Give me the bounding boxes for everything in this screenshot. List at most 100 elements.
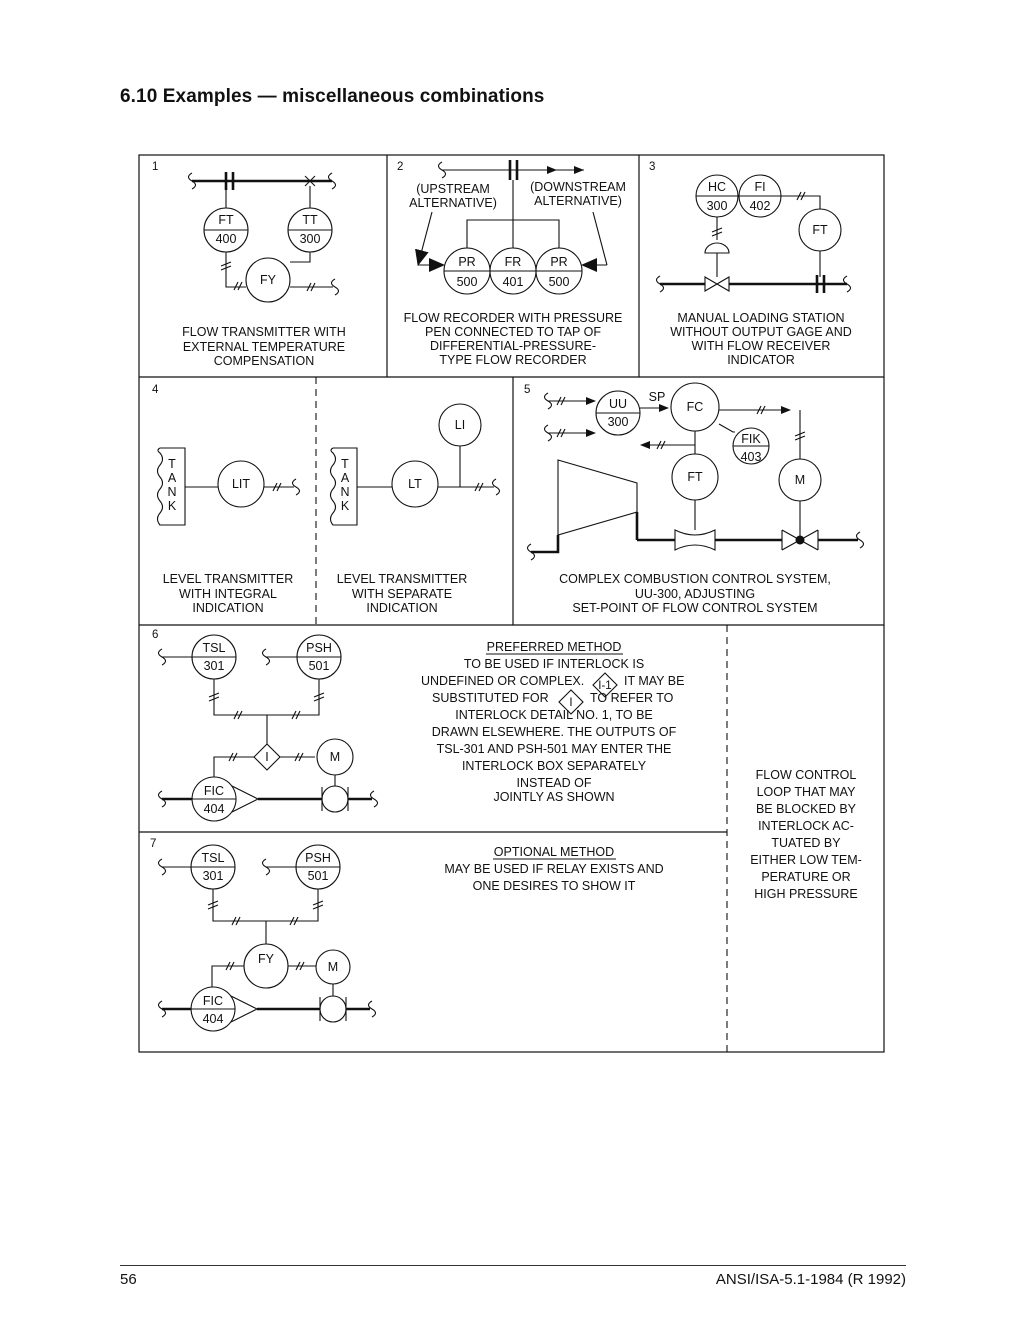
diagram-label: COMPENSATION	[214, 354, 314, 368]
diagram-label: 301	[203, 869, 224, 883]
diagram-label: INSTEAD OF	[516, 776, 591, 790]
page-number: 56	[120, 1271, 137, 1288]
diagram-label: 300	[707, 199, 728, 213]
diagram-label: INTERLOCK AC-	[758, 819, 854, 833]
diagram-label: A	[168, 471, 177, 485]
lt-bubble	[391, 460, 439, 508]
diagram-label: T	[341, 457, 349, 471]
panel-number: 7	[150, 838, 156, 850]
panel-6: 6 TSL 301 PSH 501 I M	[152, 629, 684, 822]
diagram-label: LIT	[232, 477, 250, 491]
diagram-label: UU-300, ADJUSTING	[635, 587, 755, 601]
ft-400-number: 400	[216, 232, 237, 246]
tt-300-tag: TT	[302, 213, 318, 227]
diagram-label: M	[330, 750, 340, 764]
side-note: FLOW CONTROL LOOP THAT MAY BE BLOCKED BY…	[750, 768, 862, 901]
diagram-label: M	[328, 960, 338, 974]
diagram-label: HC	[708, 180, 726, 194]
fy-tag: FY	[260, 273, 277, 287]
diagram-label: 501	[309, 659, 330, 673]
diagram-label: (DOWNSTREAM	[530, 180, 626, 194]
diagram-label: WITHOUT OUTPUT GAGE AND	[670, 325, 852, 339]
diagram-label: I	[265, 750, 268, 764]
footer-rule	[120, 1265, 906, 1266]
panel-number: 5	[524, 384, 530, 396]
diagram-label: INDICATION	[192, 601, 263, 615]
diagram-label: IT MAY BE	[624, 674, 684, 688]
diagram-label: UNDEFINED OR COMPLEX.	[421, 674, 584, 688]
fy-bubble	[243, 943, 289, 989]
diagram-label: FIC	[204, 784, 224, 798]
diagram-label: WITH FLOW RECEIVER	[692, 339, 831, 353]
diagram-label: TO REFER TO	[590, 691, 674, 705]
diagram-label: 402	[750, 199, 771, 213]
diagram-label: PERATURE OR	[761, 870, 850, 884]
diagram-label: MAY BE USED IF RELAY EXISTS AND	[444, 862, 663, 876]
diagram-label: 500	[457, 275, 478, 289]
diagram-label: INTERLOCK DETAIL NO. 1, TO BE	[455, 708, 653, 722]
frame	[138, 154, 885, 1053]
diagram-label: UU	[609, 397, 627, 411]
diagram-label: 300	[608, 415, 629, 429]
diagram-label: PEN CONNECTED TO TAP OF	[425, 325, 601, 339]
diagram-label: K	[341, 499, 350, 513]
diagram-label: TUATED BY	[771, 836, 841, 850]
diagram-label: FLOW TRANSMITTER WITH	[182, 325, 346, 339]
diagram-label: TSL	[203, 641, 226, 655]
panel-number: 3	[649, 161, 655, 173]
diagram-label: 501	[308, 869, 329, 883]
diagram-label: INDICATOR	[727, 353, 795, 367]
diagram-label: PR	[458, 255, 475, 269]
diagram-label: INTERLOCK BOX SEPARATELY	[462, 759, 647, 773]
page-title: 6.10 Examples — miscellaneous combinatio…	[120, 86, 545, 107]
diagram-label: FR	[505, 255, 522, 269]
diagram-label: JOINTLY AS SHOWN	[493, 790, 614, 804]
panel-number: 4	[152, 384, 159, 396]
diagram-label: ONE DESIRES TO SHOW IT	[473, 879, 636, 893]
panel-4: 4 T A N K LIT LEVEL TRANSMITTER WITH INT…	[152, 384, 501, 615]
diagram-label: N	[340, 485, 349, 499]
diagram-label: FT	[812, 223, 828, 237]
diagram-label: A	[341, 471, 350, 485]
diagram-label: 301	[204, 659, 225, 673]
interlock-diamond	[253, 743, 281, 771]
diagram-label: 404	[203, 1012, 224, 1026]
diagram-label: FIK	[741, 432, 761, 446]
panel-5: 5 UU 300 SP FC FIK 403 FT M	[524, 382, 865, 615]
panel-3: 3 HC 300 FI 402 FT MANUAL LOADING STATIO…	[649, 161, 852, 367]
diagram-label: N	[167, 485, 176, 499]
diagram-label: DIFFERENTIAL-PRESSURE-	[430, 339, 596, 353]
diagram-label: PSH	[305, 851, 331, 865]
diagram-label: FIC	[203, 994, 223, 1008]
diagram-label: TSL-301 AND PSH-501 MAY ENTER THE	[437, 742, 672, 756]
panel-1: 1 FT 400 TT 300 FY FLOW TRANSMITTER	[152, 161, 346, 368]
diagram-label: SUBSTITUTED FOR	[432, 691, 549, 705]
diagram-label: FLOW RECORDER WITH PRESSURE	[404, 311, 623, 325]
document-reference: ANSI/ISA-5.1-1984 (R 1992)	[715, 1271, 906, 1288]
panel-number: 2	[397, 161, 403, 173]
diagram-label: LOOP THAT MAY	[757, 785, 857, 799]
panel-7: 7 TSL 301 PSH 501 FY M	[150, 838, 664, 1032]
diagram-label: (UPSTREAM	[416, 182, 490, 196]
diagram-label: OPTIONAL METHOD	[494, 845, 614, 859]
diagram-label: LEVEL TRANSMITTER	[337, 572, 468, 586]
diagram-label: FLOW CONTROL	[756, 768, 857, 782]
fy-bubble	[245, 257, 291, 303]
diagram-label: TYPE FLOW RECORDER	[439, 353, 586, 367]
diagram-label: ALTERNATIVE)	[409, 196, 497, 210]
diagram-label: PR	[550, 255, 567, 269]
diagram-label: I-1	[598, 680, 611, 692]
diagram-label: EXTERNAL TEMPERATURE	[183, 340, 345, 354]
diagram-label: LEVEL TRANSMITTER	[163, 572, 294, 586]
diagram-label: 403	[741, 450, 762, 464]
diagram-label: FT	[687, 470, 703, 484]
diagram-label: LT	[408, 477, 422, 491]
diagram-label: EITHER LOW TEM-	[750, 853, 862, 867]
diagram-label: WITH INTEGRAL	[179, 587, 277, 601]
panel-number: 1	[152, 161, 158, 173]
diagram-label: LI	[455, 418, 465, 432]
diagram-label: TSL	[202, 851, 225, 865]
diagram-label: T	[168, 457, 176, 471]
diagram-label: INDICATION	[366, 601, 437, 615]
diagram-label: PREFERRED METHOD	[487, 640, 622, 654]
